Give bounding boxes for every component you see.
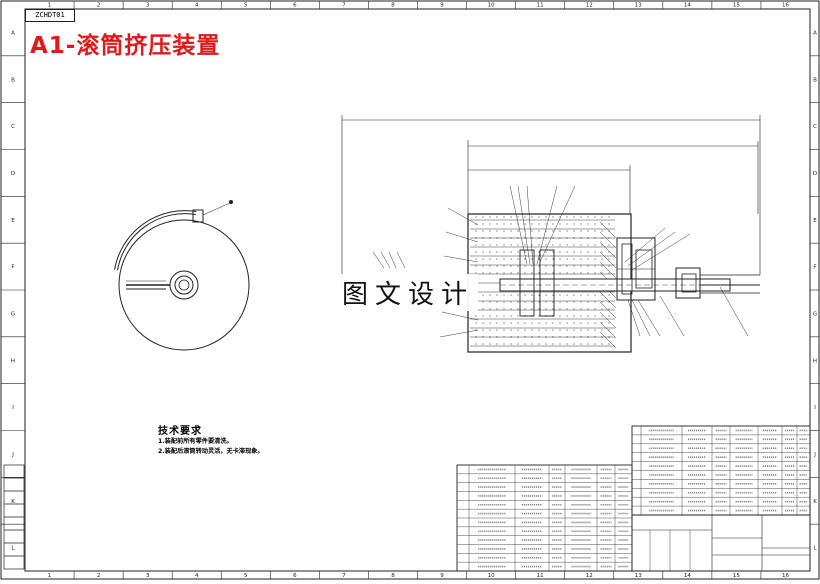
parts-table-left bbox=[456, 464, 633, 572]
left-margin-block bbox=[3, 464, 25, 570]
zone-col-label: 6 bbox=[293, 3, 297, 9]
zone-row-label: C bbox=[11, 124, 15, 130]
zone-col-label: 5 bbox=[244, 573, 248, 579]
zone-row-label: H bbox=[813, 358, 817, 364]
zone-row-label: J bbox=[813, 452, 816, 458]
note-line-2: 2.装配后滚筒转动灵活，无卡滞现象。 bbox=[158, 448, 264, 455]
zone-col-label: 7 bbox=[342, 3, 346, 9]
zone-col-label: 5 bbox=[244, 3, 248, 9]
zone-row-label: D bbox=[813, 171, 817, 177]
zone-col-label: 1 bbox=[48, 573, 52, 579]
zone-col-label: 3 bbox=[146, 3, 150, 9]
zone-col-label: 3 bbox=[146, 573, 150, 579]
zone-col-label: 12 bbox=[586, 573, 593, 579]
note-line-1: 1.装配前所有零件要清洗。 bbox=[158, 438, 233, 445]
zone-col-label: 2 bbox=[97, 573, 101, 579]
watermark-text: 图文设计 bbox=[338, 274, 479, 311]
zone-col-label: 4 bbox=[195, 573, 199, 579]
zone-col-label: 7 bbox=[342, 573, 346, 579]
zone-col-label: 14 bbox=[684, 3, 691, 9]
zone-row-label: I bbox=[814, 405, 816, 411]
title-block bbox=[631, 514, 811, 572]
zone-row-label: K bbox=[813, 499, 817, 505]
zone-row-label: C bbox=[813, 124, 817, 130]
zone-col-label: 2 bbox=[97, 3, 101, 9]
zone-row-label: B bbox=[813, 77, 817, 83]
zone-col-label: 15 bbox=[733, 573, 740, 579]
zone-row-label: B bbox=[11, 77, 15, 83]
technical-requirements: 技术要求 1.装配前所有零件要清洗。 2.装配后滚筒转动灵活，无卡滞现象。 bbox=[158, 422, 264, 457]
zone-row-label: E bbox=[813, 218, 817, 224]
zone-row-label: E bbox=[11, 218, 15, 224]
zone-col-label: 14 bbox=[684, 573, 691, 579]
side-view bbox=[114, 200, 250, 351]
zone-row-label: A bbox=[813, 30, 817, 36]
zone-col-label: 13 bbox=[635, 573, 642, 579]
zone-row-label: F bbox=[11, 265, 14, 271]
zone-row-label: G bbox=[813, 311, 817, 317]
zone-col-label: 11 bbox=[537, 573, 544, 579]
zone-row-label: J bbox=[11, 452, 14, 458]
parts-table-right bbox=[631, 425, 811, 516]
zone-row-label: F bbox=[813, 265, 816, 271]
zone-col-label: 13 bbox=[635, 3, 642, 9]
zone-col-label: 10 bbox=[488, 3, 495, 9]
zone-row-label: G bbox=[11, 311, 15, 317]
zone-col-label: 8 bbox=[391, 3, 395, 9]
notes-title: 技术要求 bbox=[158, 426, 202, 437]
leader-lines bbox=[372, 185, 749, 338]
zone-col-label: 9 bbox=[440, 573, 444, 579]
zone-row-label: A bbox=[11, 30, 15, 36]
zone-col-label: 1 bbox=[48, 3, 52, 9]
zone-row-label: I bbox=[12, 405, 14, 411]
drawing-title: A1-滚筒挤压装置 bbox=[30, 33, 221, 59]
zone-row-label: L bbox=[813, 546, 817, 552]
zone-col-label: 15 bbox=[733, 3, 740, 9]
zone-row-label: L bbox=[11, 546, 15, 552]
zone-row-label: H bbox=[11, 358, 15, 364]
zone-col-label: 9 bbox=[440, 3, 444, 9]
zone-row-label: K bbox=[11, 499, 15, 505]
zone-col-label: 16 bbox=[782, 573, 789, 579]
zone-col-label: 6 bbox=[293, 573, 297, 579]
zone-col-label: 4 bbox=[195, 3, 199, 9]
drawing-code: ZCHDT01 bbox=[25, 9, 75, 22]
zone-col-label: 11 bbox=[537, 3, 544, 9]
zone-col-label: 10 bbox=[488, 573, 495, 579]
zone-col-label: 8 bbox=[391, 573, 395, 579]
zone-col-label: 12 bbox=[586, 3, 593, 9]
zone-row-label: D bbox=[11, 171, 15, 177]
main-assembly bbox=[341, 115, 761, 353]
zone-col-label: 16 bbox=[782, 3, 789, 9]
